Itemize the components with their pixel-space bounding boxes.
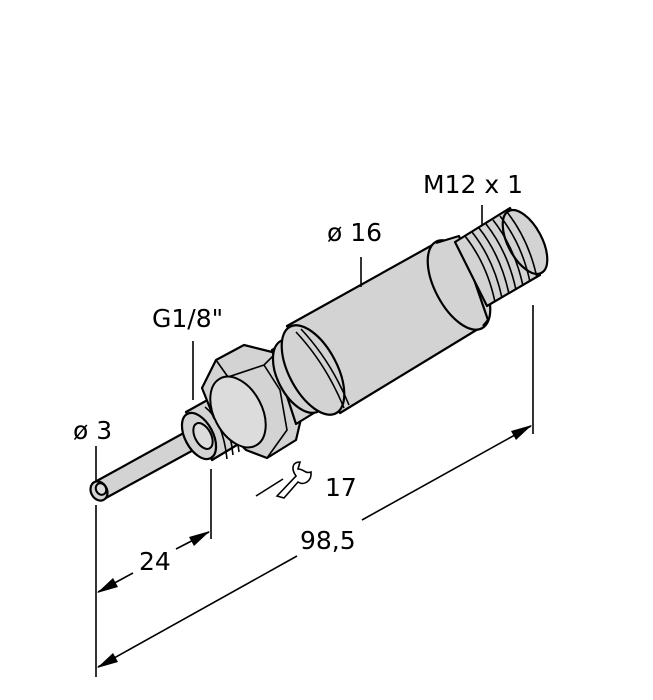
wrench-size-label: 17 (325, 473, 357, 502)
dimension-24 (97, 531, 210, 593)
extension-lines (95, 305, 534, 677)
probe-length-label: 24 (139, 547, 171, 576)
probe-rod (89, 422, 212, 502)
probe-diameter-label: ø 3 (73, 416, 113, 445)
wrench-icon (255, 461, 312, 499)
housing-diameter-label: ø 16 (327, 218, 383, 247)
dimension-98-5 (97, 425, 532, 668)
connector-thread (453, 206, 549, 308)
total-length-label: 98,5 (300, 526, 356, 555)
connector-thread-label: M12 x 1 (423, 170, 523, 199)
housing-body (280, 234, 492, 416)
leader-lines (95, 205, 483, 482)
process-thread-label: G1/8" (152, 304, 224, 333)
